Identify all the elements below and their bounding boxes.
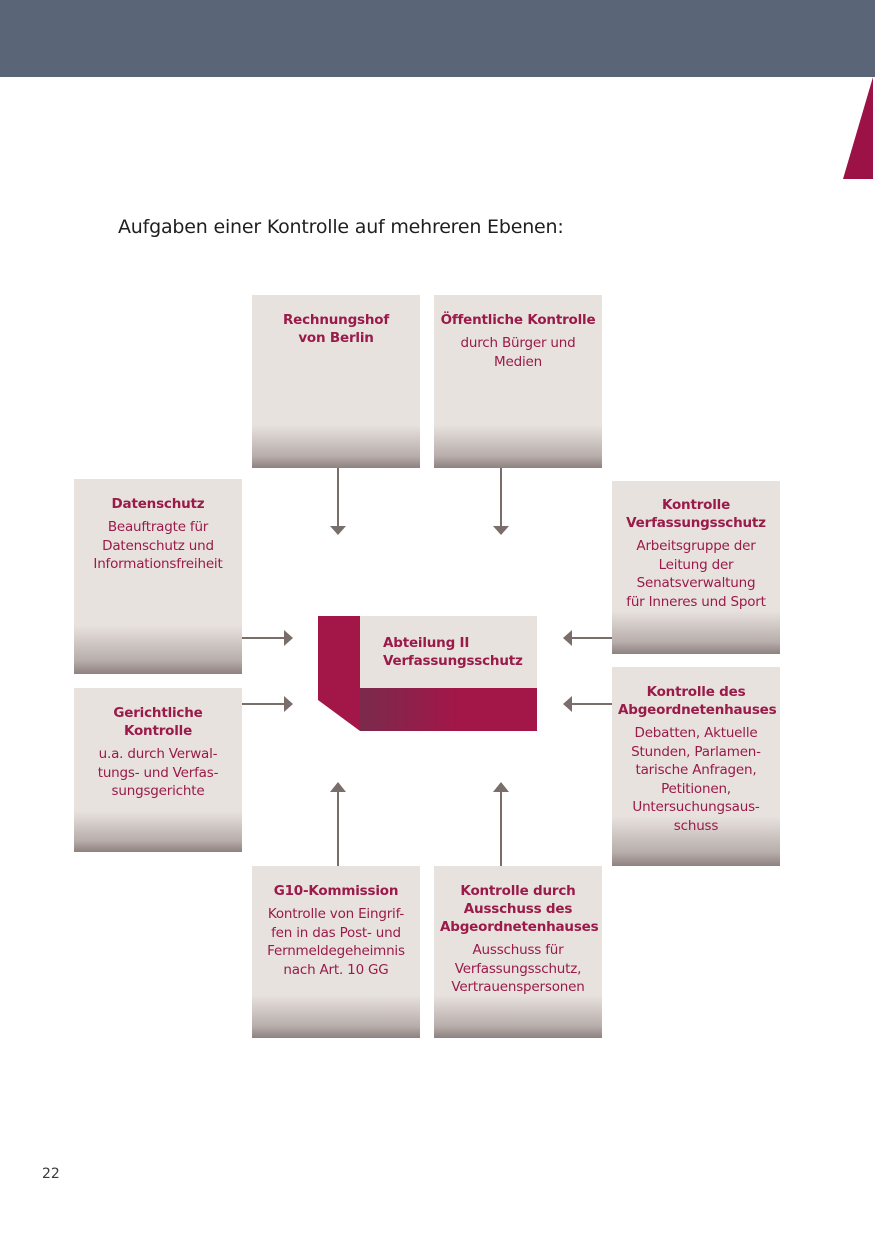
- box-ausschuss-abgeordnetenhaus: Kontrolle durch Ausschuss des Abgeordnet…: [434, 866, 602, 1038]
- arrowhead-down: [330, 526, 346, 535]
- header-band: [0, 0, 875, 77]
- box-title: Kontrolle des Abgeordnetenhauses: [618, 684, 777, 718]
- arrowhead-left: [563, 630, 572, 646]
- box-g10-kommission: G10-Kommission Kontrolle von Eingrif- fe…: [252, 866, 420, 1038]
- box-title: Gerichtliche Kontrolle: [113, 705, 203, 739]
- box-description: durch Bürger und Medien: [460, 335, 576, 370]
- box-description: Ausschuss für Verfassungsschutz, Vertrau…: [451, 942, 585, 995]
- center-label: Abteilung II Verfassungsschutz: [383, 635, 523, 669]
- box-description: Debatten, Aktuelle Stunden, Parlamen- ta…: [631, 725, 761, 834]
- box-kontrolle-verfassungsschutz: Kontrolle Verfassungsschutz Arbeitsgrupp…: [612, 481, 780, 654]
- center-gradient-bar: [360, 688, 537, 731]
- box-description: u.a. durch Verwal- tungs- und Verfas- su…: [97, 746, 219, 799]
- box-title: Datenschutz: [111, 496, 205, 512]
- box-title: Kontrolle Verfassungsschutz: [626, 497, 766, 531]
- box-oeffentliche-kontrolle: Öffentliche Kontrolle durch Bürger und M…: [434, 295, 602, 468]
- box-title: Rechnungshof von Berlin: [282, 312, 390, 346]
- page-heading: Aufgaben einer Kontrolle auf mehreren Eb…: [118, 216, 564, 238]
- arrowhead-right: [284, 696, 293, 712]
- box-description: Beauftragte für Datenschutz und Informat…: [93, 519, 223, 572]
- center-abteilung-verfassungsschutz: Abteilung II Verfassungsschutz: [318, 616, 537, 731]
- box-rechnungshof: Rechnungshof von Berlin: [252, 295, 420, 468]
- arrowhead-right: [284, 630, 293, 646]
- box-title: G10-Kommission: [273, 883, 399, 899]
- arrowhead-up: [330, 782, 346, 792]
- box-description: Kontrolle von Eingrif- fen in das Post- …: [267, 906, 405, 978]
- arrowhead-down: [493, 526, 509, 535]
- arrowhead-left: [563, 696, 572, 712]
- box-title: Kontrolle durch Ausschuss des Abgeordnet…: [440, 883, 599, 935]
- box-kontrolle-abgeordnetenhaus: Kontrolle des Abgeordnetenhauses Debatte…: [612, 667, 780, 866]
- box-description: Arbeitsgruppe der Leitung der Senatsverw…: [626, 538, 766, 610]
- arrowhead-up: [493, 782, 509, 792]
- box-gerichtliche-kontrolle: Gerichtliche Kontrolle u.a. durch Verwal…: [74, 688, 242, 852]
- box-title: Öffentliche Kontrolle: [440, 312, 596, 328]
- page-number: 22: [42, 1166, 60, 1182]
- box-datenschutz: Datenschutz Beauftragte für Datenschutz …: [74, 479, 242, 674]
